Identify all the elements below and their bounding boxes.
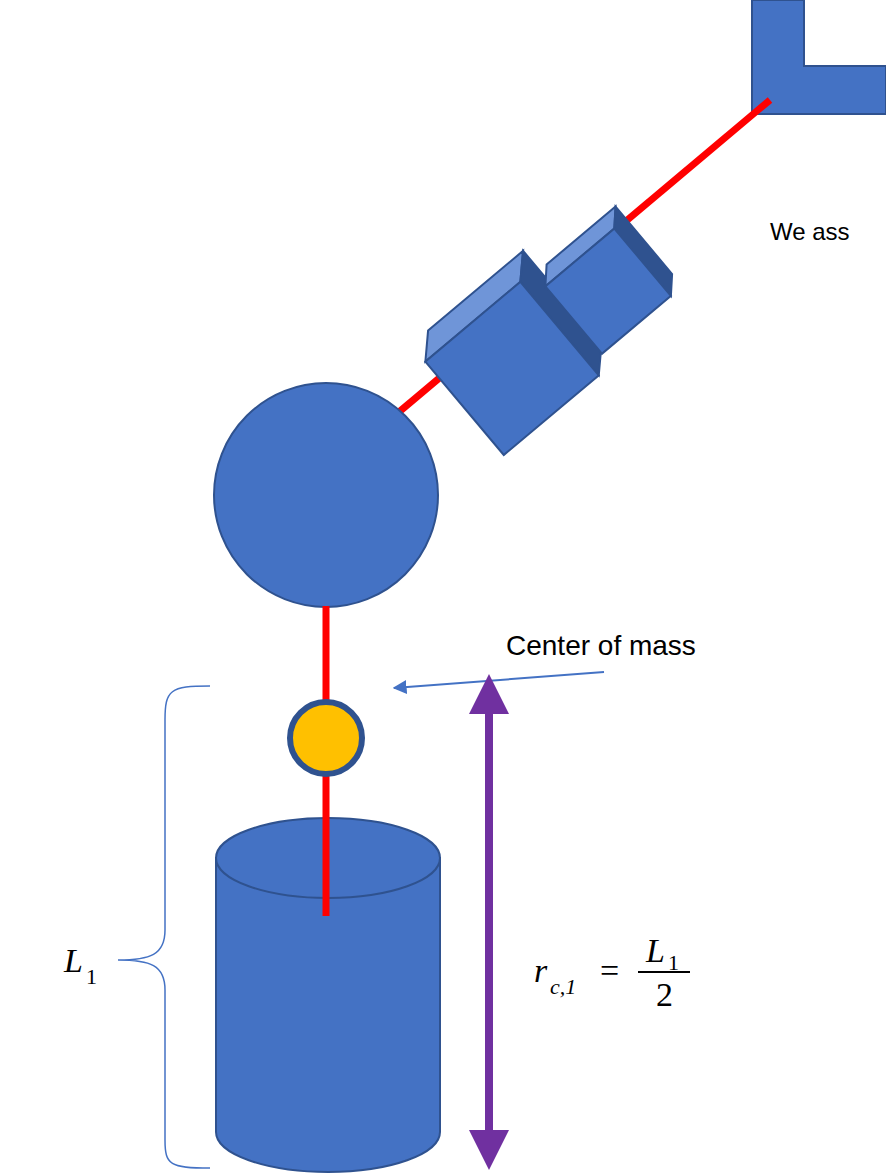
radius-symbol: r: [534, 954, 547, 988]
length-brace: [118, 686, 210, 1168]
numerator-symbol: L: [646, 934, 665, 968]
gripper: [752, 0, 886, 114]
shoulder-joint: [214, 383, 438, 607]
note-text: We ass: [770, 220, 850, 244]
fraction-bar: [638, 971, 690, 973]
wrist-block-small: [535, 207, 682, 354]
radius-subscript: c,1: [550, 976, 576, 998]
dimension-arrow: [485, 690, 493, 1154]
equals-sign: =: [600, 954, 619, 988]
length-subscript: 1: [86, 966, 97, 988]
denominator: 2: [656, 978, 673, 1012]
leader-line: [394, 672, 604, 688]
numerator-subscript: 1: [668, 952, 679, 974]
center-of-mass-marker: [290, 702, 362, 774]
length-symbol: L: [64, 944, 83, 978]
callout-label: Center of mass: [506, 632, 696, 660]
